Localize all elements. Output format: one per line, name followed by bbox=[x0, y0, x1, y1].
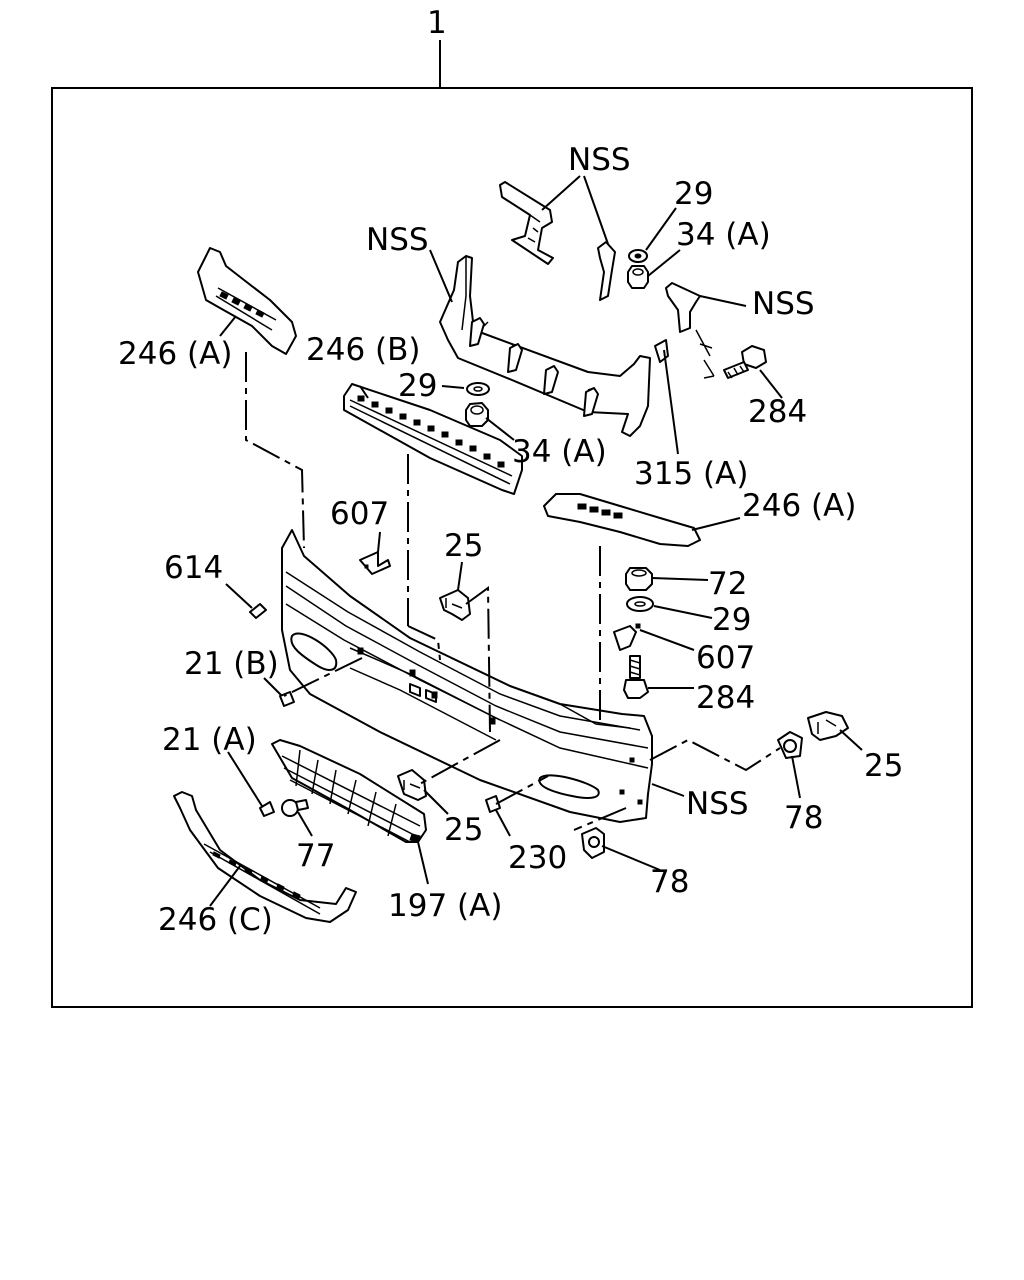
bolt-284-right bbox=[623, 655, 649, 699]
label-230: 230 bbox=[508, 840, 567, 876]
label-72: 72 bbox=[708, 566, 747, 602]
bracket-607-right bbox=[613, 623, 641, 651]
nss-support-frame bbox=[439, 255, 651, 437]
label-nss-left: NSS bbox=[366, 222, 429, 258]
label-nss-bottom: NSS bbox=[686, 786, 749, 822]
nut-78-bottom bbox=[581, 827, 605, 859]
nut-78-right bbox=[777, 731, 803, 759]
clip-230 bbox=[485, 795, 501, 813]
label-21b: 21 (B) bbox=[184, 646, 279, 682]
nut-34a-top bbox=[627, 265, 649, 289]
label-197a: 197 (A) bbox=[388, 888, 502, 924]
leader-lines bbox=[209, 175, 863, 907]
label-34a-top: 34 (A) bbox=[676, 217, 771, 253]
nss-upper-bracket-right bbox=[665, 282, 713, 357]
label-nss-top: NSS bbox=[568, 142, 631, 178]
screw-77 bbox=[281, 799, 309, 817]
label-315a: 315 (A) bbox=[634, 456, 748, 492]
clip-21a bbox=[259, 801, 275, 817]
label-34a-mid: 34 (A) bbox=[512, 434, 607, 470]
trim-246c bbox=[173, 791, 357, 923]
grille-197a bbox=[271, 739, 427, 843]
label-246c: 246 (C) bbox=[158, 902, 273, 938]
nss-upper-bracket-mid bbox=[597, 241, 616, 301]
bolt-284-top bbox=[723, 345, 767, 379]
bumper-body bbox=[281, 529, 653, 823]
clip-25-mid bbox=[397, 769, 427, 801]
label-607-right: 607 bbox=[696, 640, 755, 676]
assembly-number-label: 1 bbox=[427, 5, 447, 41]
trim-246b-center bbox=[343, 383, 523, 495]
nut-72 bbox=[625, 567, 653, 591]
label-21a: 21 (A) bbox=[162, 722, 257, 758]
label-29-top: 29 bbox=[674, 176, 713, 212]
callout-labels: NSS 29 34 (A) NSS NSS 246 (A) 246 (B) 29… bbox=[118, 142, 903, 938]
label-78-bottom: 78 bbox=[650, 864, 689, 900]
label-25-right: 25 bbox=[864, 748, 903, 784]
label-246a-right: 246 (A) bbox=[742, 488, 856, 524]
bracket-607-left bbox=[359, 551, 391, 575]
washer-29-mid bbox=[466, 382, 490, 396]
label-246a-left: 246 (A) bbox=[118, 336, 232, 372]
label-25-top: 25 bbox=[444, 528, 483, 564]
assembly-frame bbox=[51, 87, 973, 1008]
label-614: 614 bbox=[164, 550, 223, 586]
label-29-mid: 29 bbox=[398, 368, 437, 404]
washer-29-right bbox=[626, 596, 654, 612]
label-29-right: 29 bbox=[712, 602, 751, 638]
label-284-top: 284 bbox=[748, 394, 807, 430]
label-25-mid: 25 bbox=[444, 812, 483, 848]
clip-25-right bbox=[807, 711, 849, 741]
cap-614 bbox=[249, 603, 267, 619]
label-246b: 246 (B) bbox=[306, 332, 420, 368]
label-607-left: 607 bbox=[330, 496, 389, 532]
label-nss-right: NSS bbox=[752, 286, 815, 322]
alignment-lines bbox=[245, 352, 781, 831]
nut-34a-mid bbox=[465, 402, 489, 427]
trim-246a-right bbox=[543, 493, 701, 547]
clip-25-top bbox=[439, 589, 471, 621]
label-284-right: 284 bbox=[696, 680, 755, 716]
nss-upper-bracket-left bbox=[499, 181, 554, 265]
label-78-right: 78 bbox=[784, 800, 823, 836]
label-77: 77 bbox=[296, 838, 335, 874]
clip-21b bbox=[279, 691, 295, 707]
trim-246a-left bbox=[197, 247, 297, 355]
